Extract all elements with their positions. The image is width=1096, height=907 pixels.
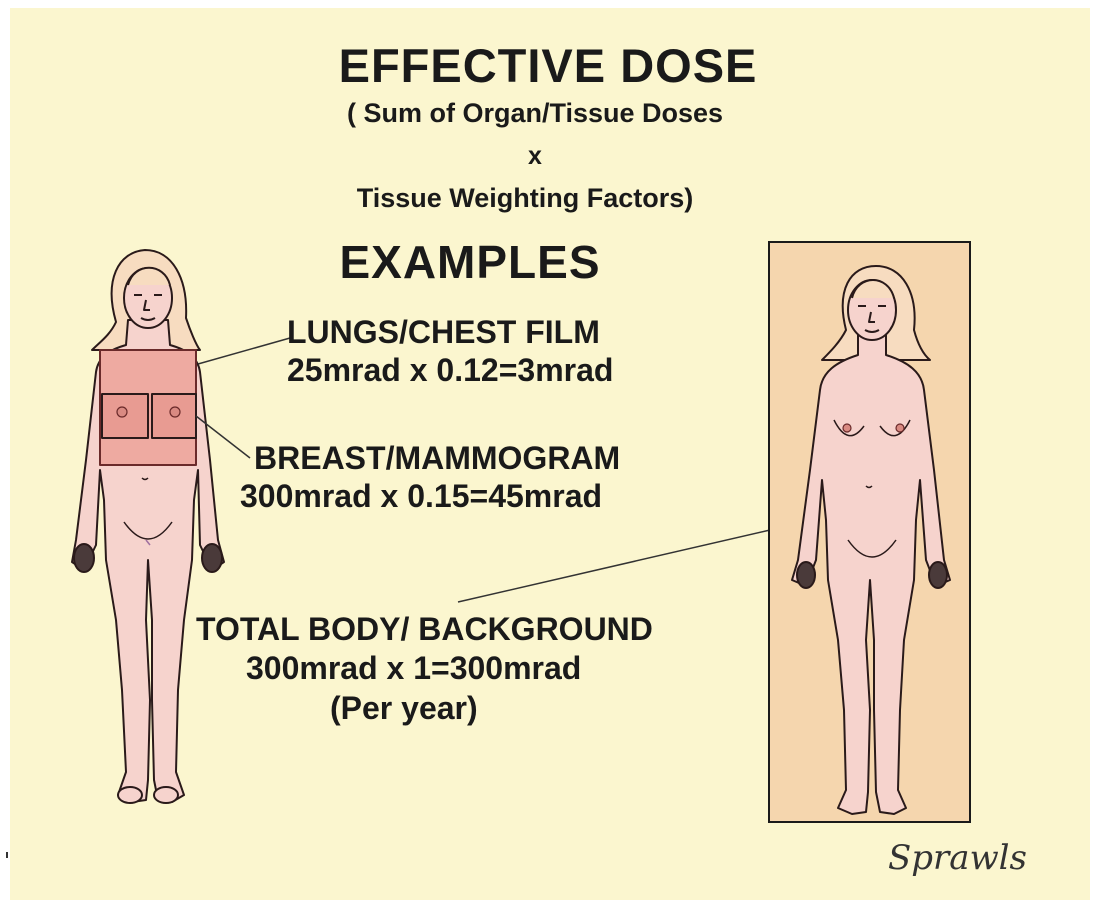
stray-mark xyxy=(6,852,8,858)
author-signature: Sprawls xyxy=(888,838,1027,878)
examples-heading: EXAMPLES xyxy=(339,235,600,289)
lungs-example-calc: 25mrad x 0.12=3mrad xyxy=(287,352,613,389)
subtitle-line-2: x xyxy=(528,142,542,171)
lungs-leader-line xyxy=(198,338,290,364)
subtitle-line-1: ( Sum of Organ/Tissue Doses xyxy=(347,98,723,129)
lungs-example-title: LUNGS/CHEST FILM xyxy=(287,314,600,351)
total-body-example-calc: 300mrad x 1=300mrad xyxy=(246,650,581,687)
breast-example-title: BREAST/MAMMOGRAM xyxy=(254,440,620,477)
total-leader-line xyxy=(458,530,770,602)
left-body-figure xyxy=(72,250,224,803)
breast-example-calc: 300mrad x 0.15=45mrad xyxy=(240,478,602,515)
total-body-example-title: TOTAL BODY/ BACKGROUND xyxy=(196,611,653,648)
subtitle-line-3: Tissue Weighting Factors) xyxy=(357,183,694,214)
total-body-example-note: (Per year) xyxy=(330,690,478,727)
page-title: EFFECTIVE DOSE xyxy=(339,38,758,93)
